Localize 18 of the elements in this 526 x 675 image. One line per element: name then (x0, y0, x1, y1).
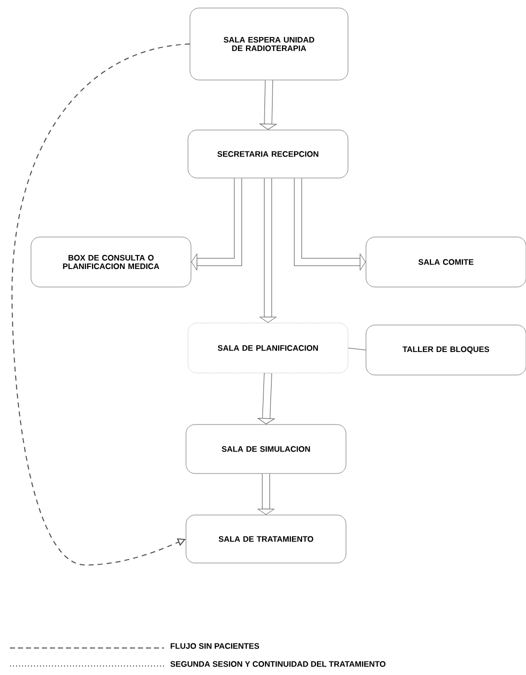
block-arrow (258, 373, 275, 424)
room-box: BOX DE CONSULTA O PLANIFICACION MEDICA (30, 236, 192, 288)
room-box: SECRETARIA RECEPCION (188, 130, 348, 178)
legend-text: FLUJO SIN PACIENTES (170, 643, 260, 649)
block-arrow (258, 474, 274, 515)
room-box: SALA DE SIMULACION (186, 424, 346, 474)
room-box: SALA COMITE (366, 236, 526, 288)
block-arrow (260, 178, 276, 323)
room-box: TALLER DE BLOQUES (366, 324, 526, 376)
block-arrow (191, 178, 242, 270)
room-box: SALA DE TRATAMIENTO (186, 514, 346, 564)
room-box: SALA ESPERA UNIDAD DE RADIOTERAPIA (190, 8, 348, 80)
legend-text: SEGUNDA SESION Y CONTINUIDAD DEL TRATAMIENTO (170, 661, 386, 667)
block-arrow (260, 80, 277, 130)
room-box: SALA DE PLANIFICACION (188, 322, 348, 374)
dashed-curved-arrow (12, 44, 190, 566)
block-arrow (294, 178, 366, 270)
connector-line (348, 348, 366, 350)
